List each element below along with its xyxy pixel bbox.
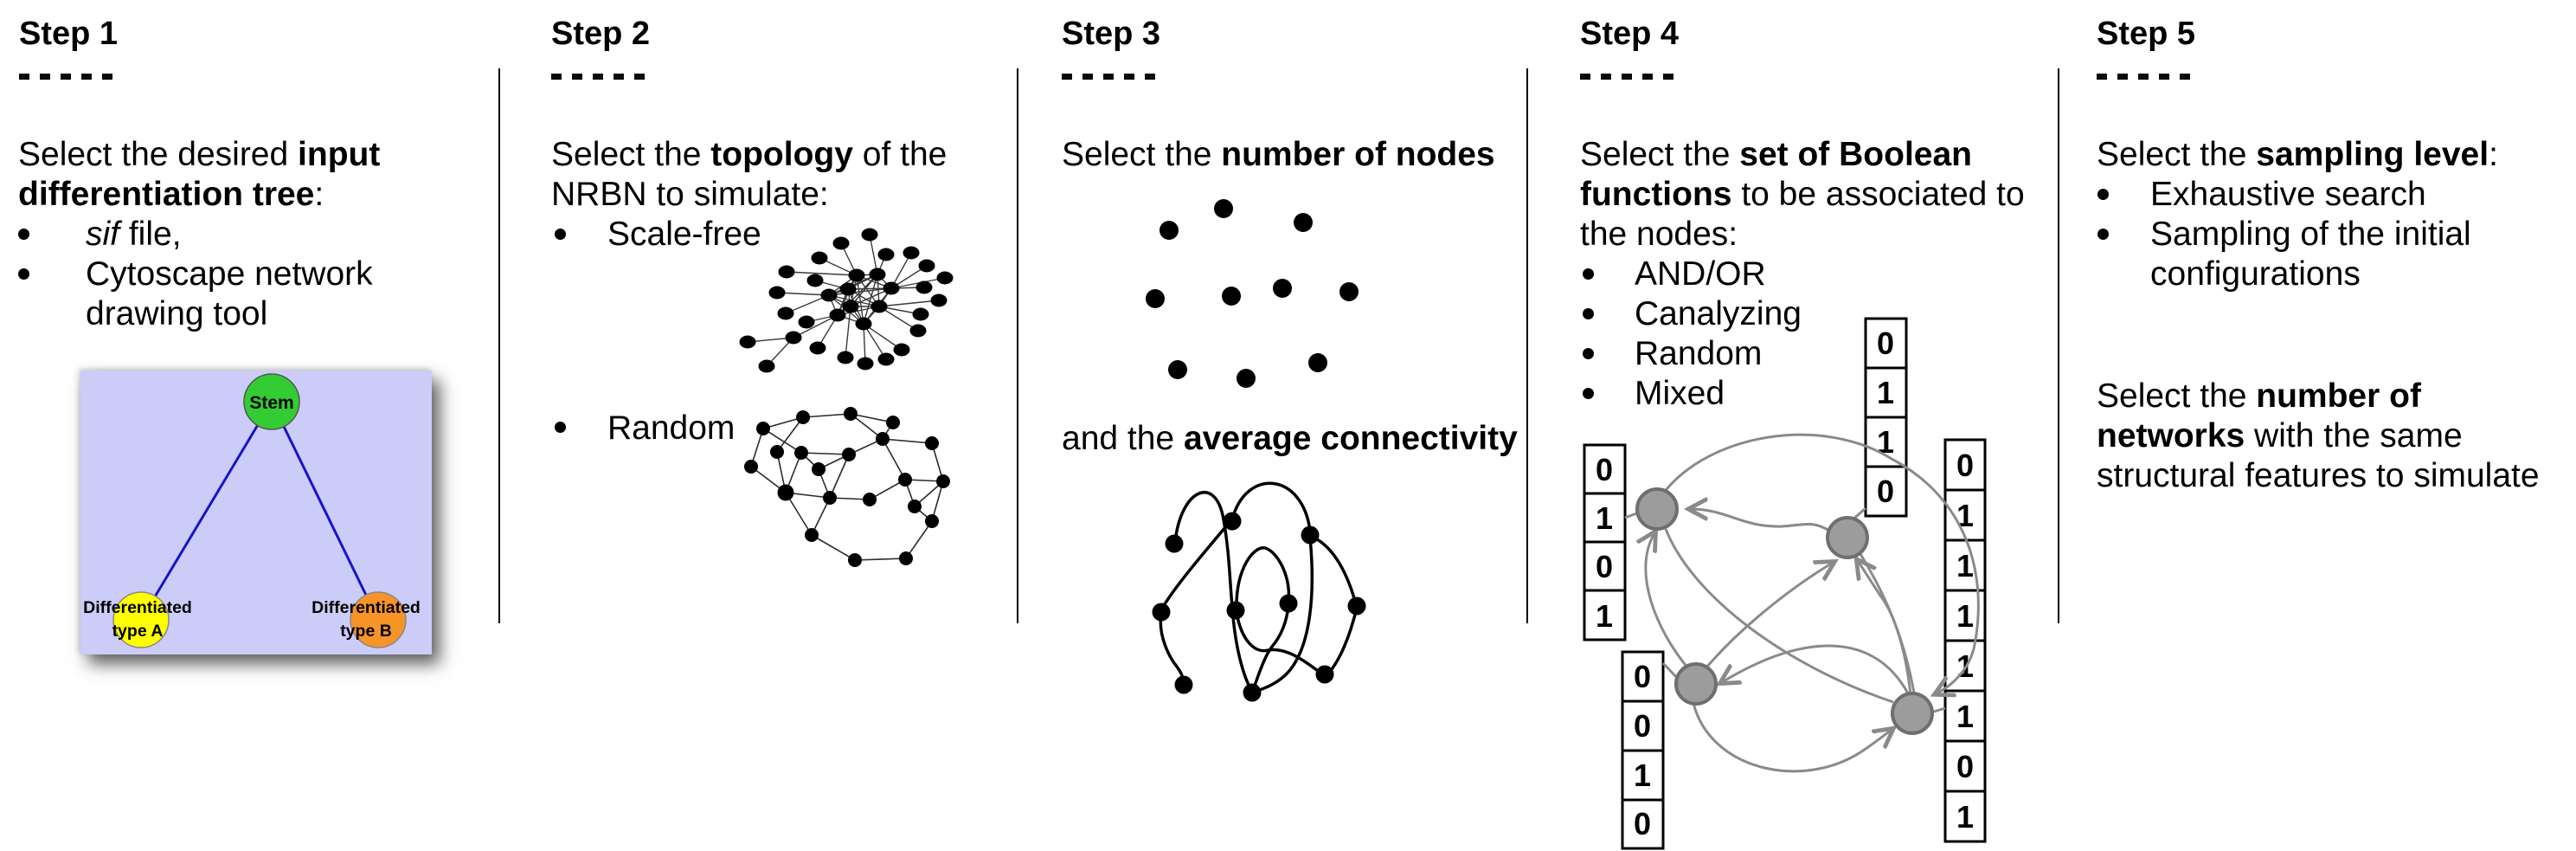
svg-text:1: 1 [1956,548,1974,583]
svg-text:0: 0 [1956,448,1974,483]
svg-text:1: 1 [1956,598,1974,634]
svg-text:1: 1 [1877,375,1894,410]
svg-text:1: 1 [1877,424,1894,460]
svg-text:0: 0 [1634,806,1651,841]
svg-text:0: 0 [1596,452,1613,487]
svg-text:1: 1 [1596,500,1613,536]
svg-text:1: 1 [1956,799,1974,835]
svg-text:0: 0 [1634,708,1651,744]
svg-text:0: 0 [1634,659,1651,694]
svg-text:1: 1 [1634,758,1651,793]
svg-text:Stem: Stem [249,393,293,413]
svg-text:0: 0 [1877,326,1894,361]
svg-text:Differentiated: Differentiated [83,598,192,617]
svg-text:0: 0 [1956,749,1974,784]
svg-text:1: 1 [1596,598,1613,634]
svg-text:0: 0 [1596,549,1613,584]
svg-text:1: 1 [1956,498,1974,533]
svg-text:type B: type B [340,622,392,641]
svg-text:Differentiated: Differentiated [312,598,421,617]
svg-text:type A: type A [112,622,164,641]
svg-text:0: 0 [1877,474,1894,509]
svg-text:1: 1 [1956,699,1974,734]
